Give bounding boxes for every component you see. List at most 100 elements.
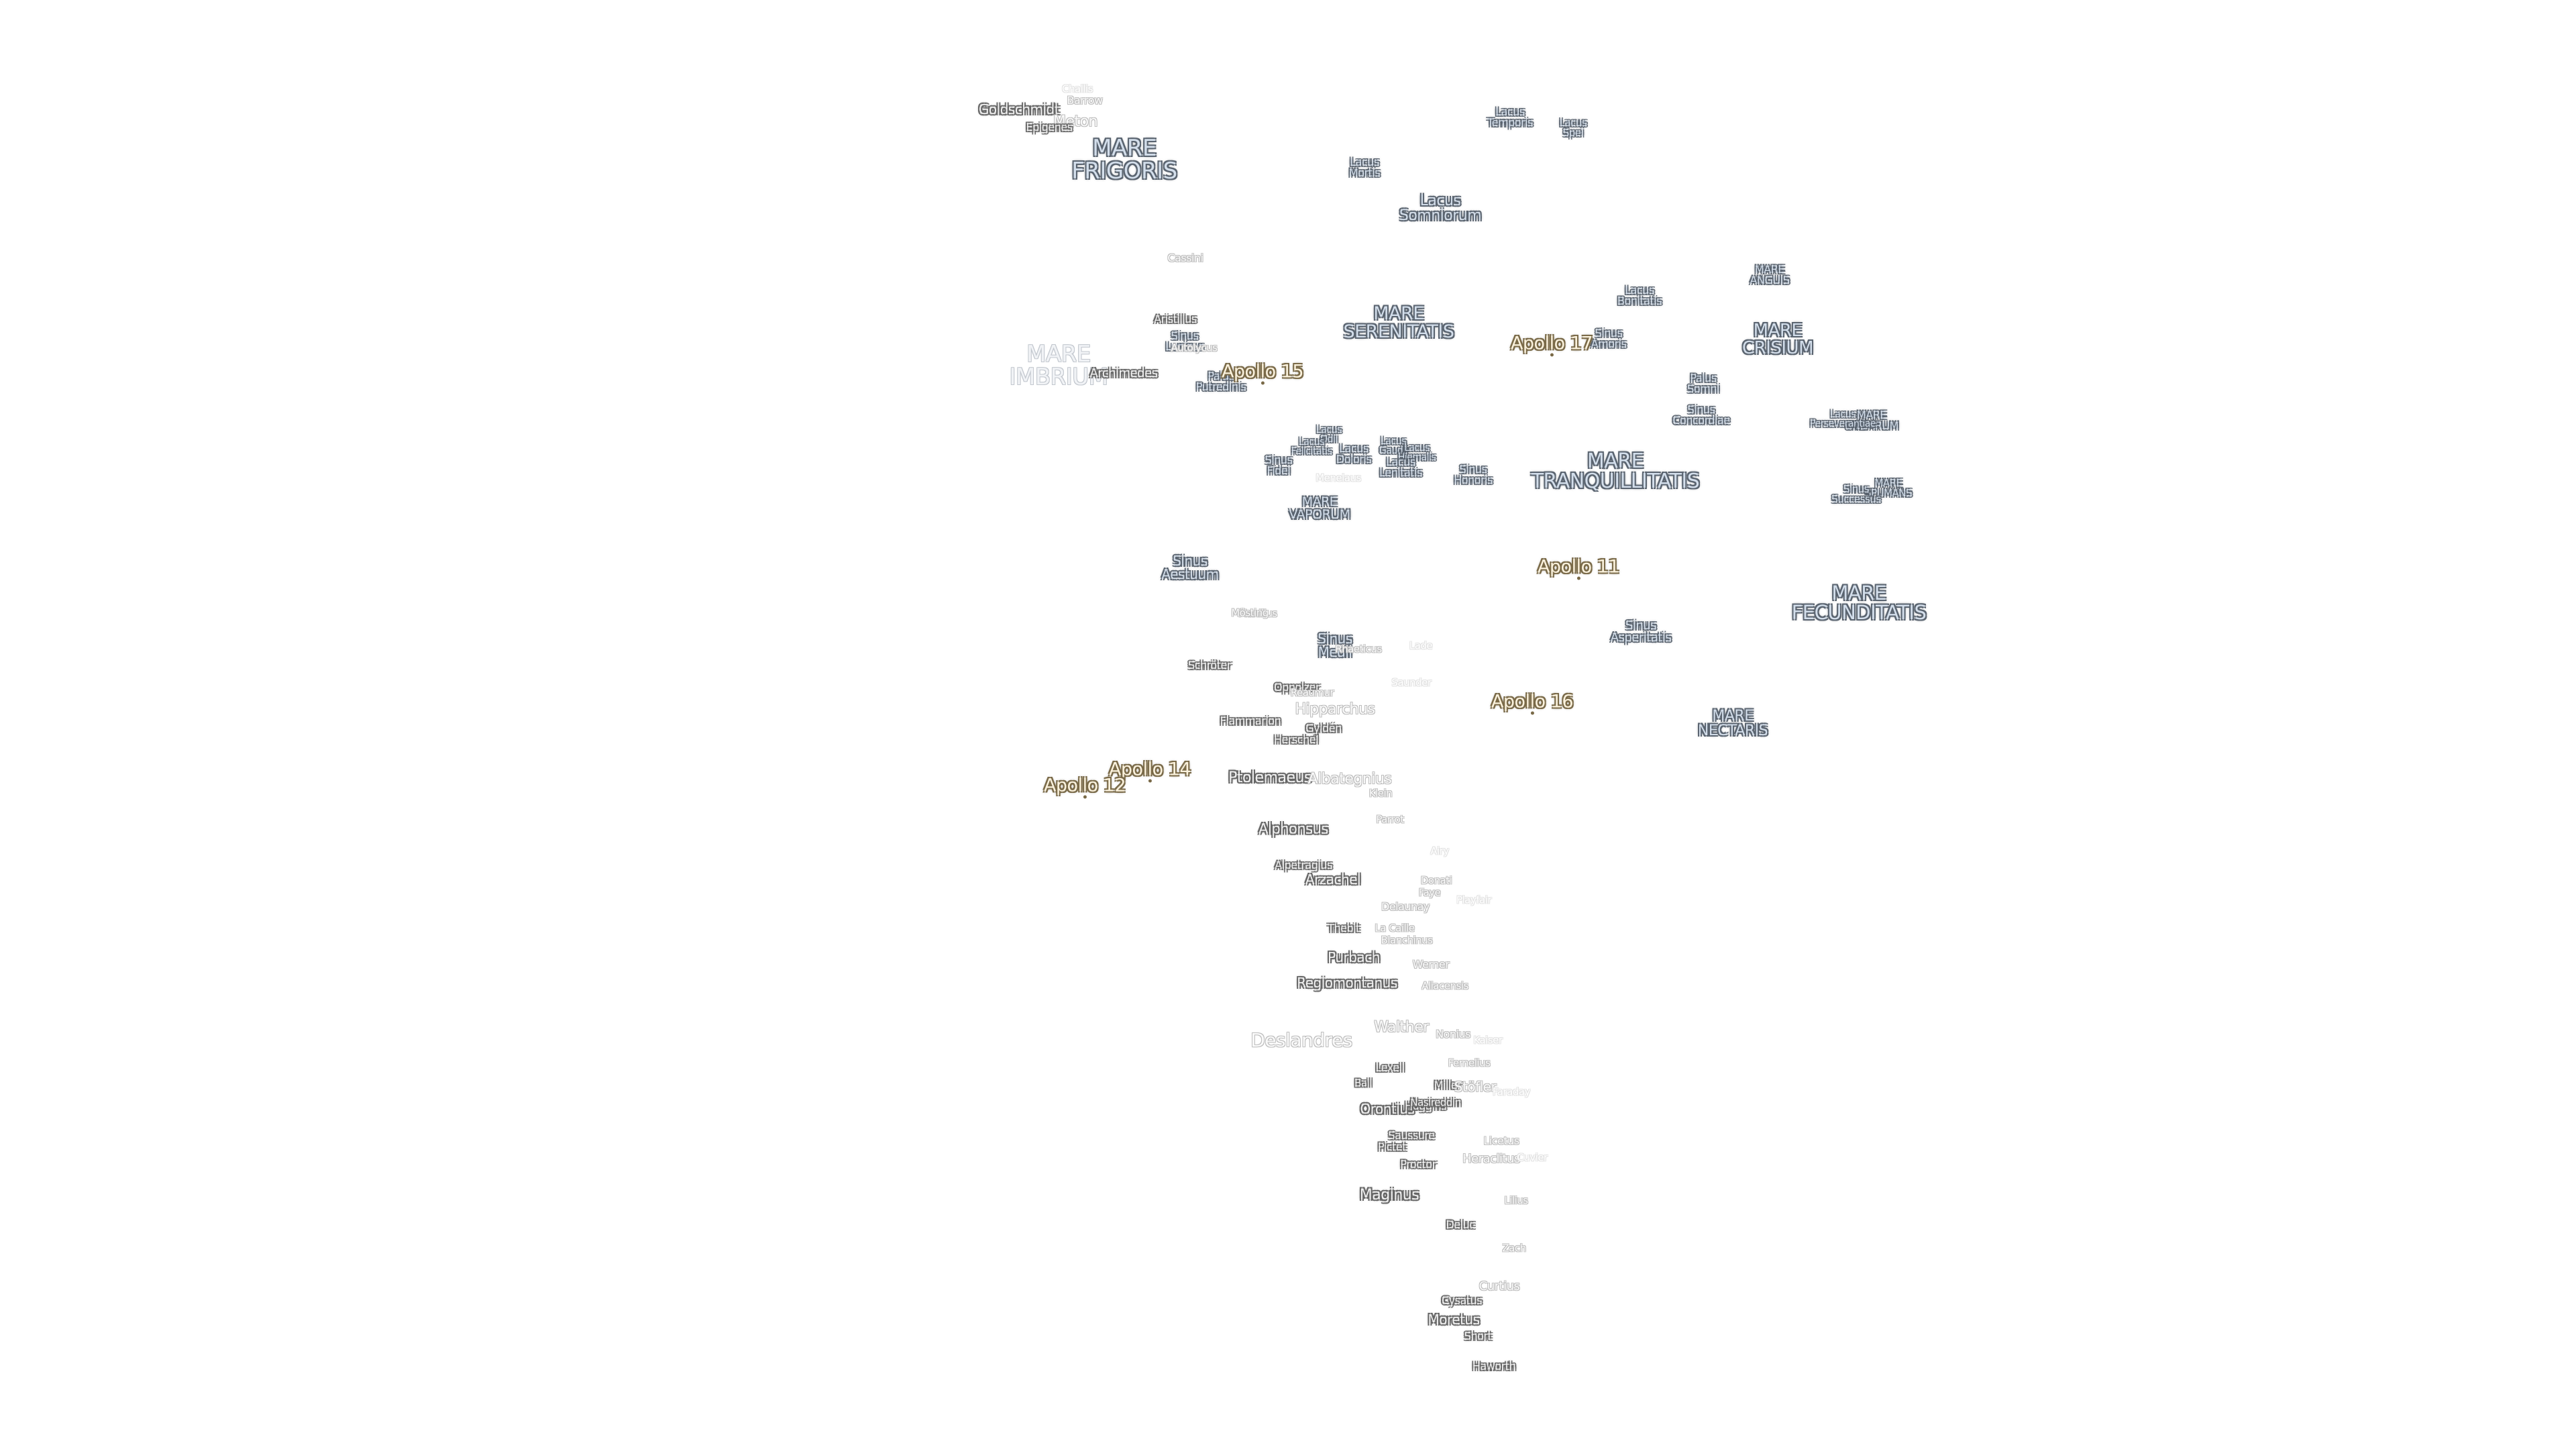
- crater-label-line: Fernelius: [1448, 1057, 1491, 1069]
- sea-label-line: Amoris: [1591, 337, 1627, 350]
- crater-label-faye: Faye: [1419, 888, 1441, 898]
- sea-label-line: MARE: [1587, 449, 1644, 473]
- sea-label-line: MARE: [1874, 477, 1902, 489]
- crater-label-albategnius: Albategnius: [1308, 772, 1392, 787]
- crater-label-blanchinus: Blanchinus: [1381, 935, 1433, 946]
- crater-label-archimedes: Archimedes: [1089, 366, 1158, 380]
- crater-label-deslandres: Deslandres: [1250, 1031, 1352, 1050]
- crater-label-cassini: Cassini: [1167, 253, 1203, 264]
- crater-label-meton: Meton: [1053, 115, 1098, 129]
- sea-label-line: Somni: [1687, 382, 1719, 395]
- sea-label-line: FRIGORIS: [1071, 158, 1177, 184]
- crater-label-line: Rhaeticus: [1335, 643, 1382, 655]
- landing-site-marker: [1260, 381, 1265, 385]
- sea-label-line: Hiemalis: [1397, 452, 1436, 463]
- sea-label-line: Lacus: [1299, 437, 1324, 447]
- crater-label-line: Moretus: [1428, 1311, 1480, 1328]
- crater-label-line: Curtius: [1479, 1279, 1520, 1293]
- sea-label-line: Sinus: [1318, 631, 1352, 647]
- crater-label-line: Zach: [1502, 1242, 1526, 1254]
- sea-label-line: Lacus: [1419, 193, 1461, 209]
- crater-label-line: Mösting: [1231, 606, 1269, 619]
- apollo-label-apollo-15: Apollo 15: [1222, 363, 1304, 385]
- sea-label-line: Concordiae: [1672, 414, 1730, 427]
- crater-label-line: Heraclitus: [1462, 1152, 1520, 1166]
- crater-label-line: Epigenes: [1026, 121, 1073, 133]
- crater-label-oppolzer: Oppolzer: [1274, 682, 1320, 693]
- sea-label-line: SERENITATIS: [1343, 321, 1454, 342]
- crater-label-aliacensis: Aliacensis: [1421, 981, 1468, 991]
- crater-label-line: Nasireddin: [1410, 1096, 1461, 1109]
- crater-label-arzachel: Arzachel: [1305, 873, 1361, 886]
- sea-label-line: Sinus: [1459, 463, 1487, 476]
- landing-site-marker: [1083, 795, 1087, 799]
- crater-label-line: Lexell: [1375, 1061, 1405, 1074]
- crater-label-line: Maginus: [1359, 1187, 1419, 1203]
- sea-label-line: Lacus: [1386, 455, 1415, 468]
- landing-site-marker: [1148, 779, 1152, 783]
- crater-label-line: Donati: [1420, 874, 1452, 887]
- crater-label-cysatus: Cysatus: [1442, 1295, 1483, 1306]
- sea-label-line: UNDARUM: [1845, 419, 1898, 432]
- landing-site-marker: [1530, 711, 1534, 715]
- crater-label-line: Kaiser: [1473, 1034, 1503, 1046]
- crater-label-regiomontanus: Regiomontanus: [1297, 976, 1397, 989]
- sea-label-line: Sinus: [1687, 403, 1715, 416]
- crater-label-line: Thebit: [1328, 922, 1360, 934]
- crater-label-line: Réaumur: [1290, 686, 1334, 699]
- crater-label-line: Archimedes: [1089, 366, 1158, 380]
- crater-label-airy: Airy: [1430, 845, 1449, 857]
- sea-label-line: Temporis: [1487, 116, 1533, 129]
- crater-label-heraclitus: Heraclitus: [1462, 1153, 1520, 1165]
- apollo-label-apollo-11: Apollo 11: [1537, 556, 1620, 580]
- sea-label-line: Putredinis: [1195, 380, 1246, 393]
- sea-label-line: Sinus: [1843, 483, 1870, 495]
- crater-label-gyld-n: Gyldén: [1305, 723, 1342, 734]
- crater-label-line: Licetus: [1483, 1134, 1519, 1147]
- apollo-label-line: Apollo 14: [1108, 759, 1191, 780]
- crater-label-barrow: Barrow: [1067, 94, 1103, 107]
- crater-label-alphonsus: Alphonsus: [1258, 822, 1328, 837]
- crater-label-haworth: Haworth: [1472, 1361, 1516, 1372]
- crater-label-line: Ball: [1354, 1077, 1372, 1089]
- crater-label-line: Pictet: [1378, 1140, 1406, 1153]
- sea-label-line: Spei: [1562, 127, 1584, 139]
- crater-label-line: La Caille: [1375, 922, 1415, 934]
- sea-label-line: Lacus: [1339, 442, 1368, 455]
- sea-label-line: MARE: [1026, 341, 1091, 368]
- crater-label-m-sting: Mösting: [1231, 608, 1269, 619]
- crater-label-line: Proctor: [1400, 1158, 1436, 1171]
- crater-label-line: Airy: [1430, 845, 1449, 857]
- crater-label-kaiser: Kaiser: [1473, 1034, 1503, 1046]
- crater-label-line: Alphonsus: [1258, 820, 1328, 837]
- apollo-label-line: Apollo 16: [1491, 691, 1574, 712]
- crater-label-line: Barrow: [1067, 94, 1103, 107]
- crater-label-line: Aliacensis: [1421, 979, 1468, 992]
- sea-label-line: TRANQUILLITATIS: [1531, 470, 1700, 493]
- sea-label-line: Sinus: [1173, 553, 1208, 569]
- crater-label-line: Menelaus: [1316, 472, 1361, 484]
- crater-label-ptolemaeus: Ptolemaeus: [1228, 771, 1311, 786]
- crater-label-line: Cuvier: [1517, 1151, 1548, 1164]
- apollo-label-line: Apollo 12: [1043, 775, 1126, 796]
- sea-label-line: Successus: [1831, 493, 1881, 505]
- crater-label-klein: Klein: [1369, 788, 1393, 799]
- crater-label-line: Deslandres: [1250, 1029, 1352, 1051]
- sea-label-line: VAPORUM: [1289, 507, 1350, 522]
- crater-label-line: Ptolemaeus: [1228, 769, 1311, 786]
- apollo-label-line: Apollo 11: [1537, 556, 1620, 578]
- sea-label-line: Lacus: [1316, 425, 1342, 435]
